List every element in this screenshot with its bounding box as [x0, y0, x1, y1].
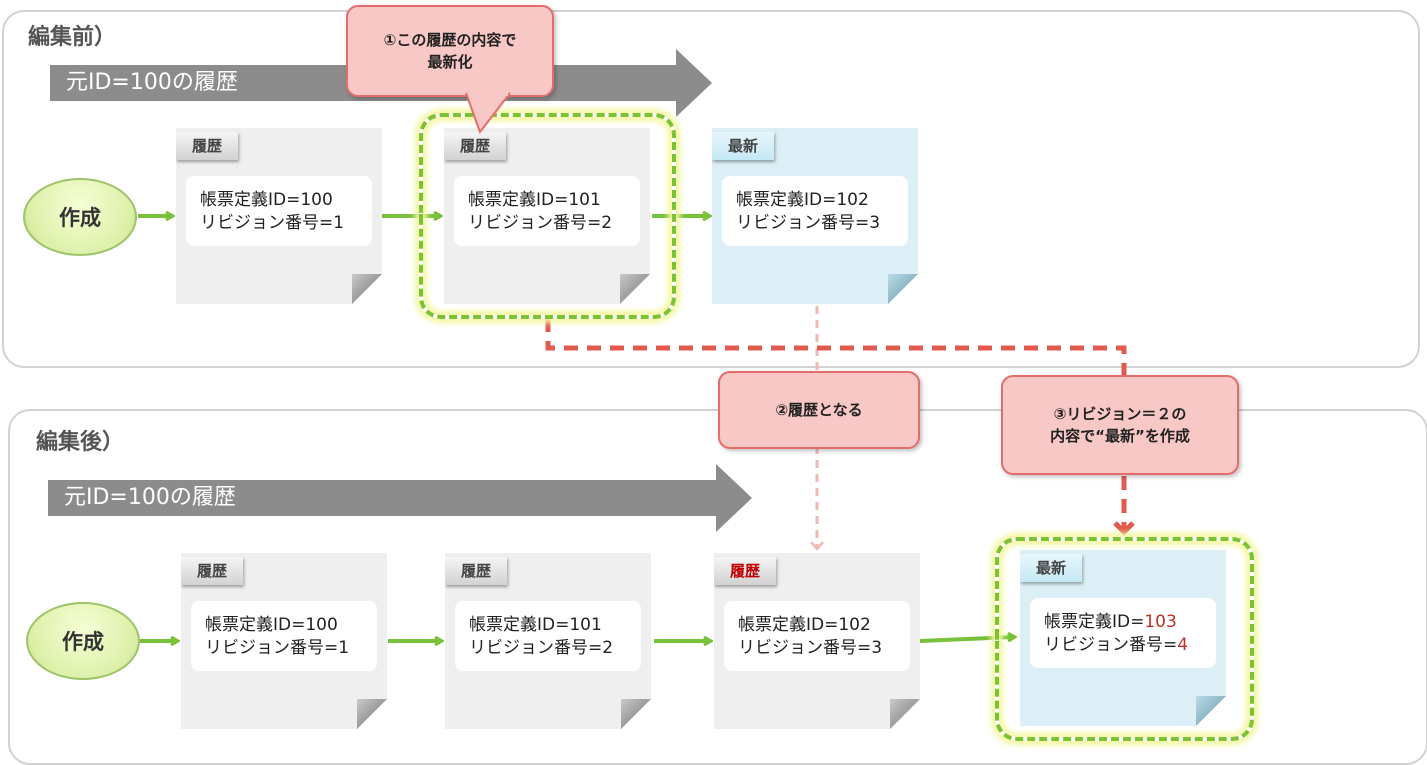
doc-tag: 最新: [712, 132, 774, 160]
doc-before-rev1: 履歴 帳票定義ID=100 リビジョン番号=1: [176, 128, 382, 304]
doc-after-rev3: 履歴 帳票定義ID=102 リビジョン番号=3: [714, 553, 920, 729]
doc-id: 帳票定義ID=100: [205, 615, 338, 635]
doc-card: 帳票定義ID=103 リビジョン番号=4: [1030, 598, 1216, 668]
doc-card: 帳票定義ID=101 リビジョン番号=2: [455, 601, 641, 671]
callout-step3-text: ③リビジョン＝２の 内容で“最新”を作成: [1050, 405, 1190, 445]
create-node-before: 作成: [23, 178, 137, 256]
doc-revision: リビジョン番号=3: [738, 638, 883, 658]
doc-after-rev2: 履歴 帳票定義ID=101 リビジョン番号=2: [445, 553, 651, 729]
doc-revision: リビジョン番号=4: [1044, 634, 1216, 657]
doc-revision: リビジョン番号=2: [468, 213, 613, 233]
doc-before-rev2: 履歴 帳票定義ID=101 リビジョン番号=2: [444, 128, 650, 304]
before-title: 編集前）: [28, 25, 117, 50]
history-band-arrow-after: [716, 464, 752, 532]
highlight-frame-before: [419, 113, 676, 319]
callout-step2: ②履歴となる: [718, 371, 920, 449]
doc-tag: 履歴: [181, 557, 243, 585]
doc-revision: リビジョン番号=1: [205, 638, 350, 658]
doc-id-prefix: 帳票定義ID=: [1044, 612, 1145, 632]
doc-revision: リビジョン番号=3: [736, 213, 881, 233]
doc-revision-prefix: リビジョン番号=: [1044, 635, 1178, 655]
doc-id: 帳票定義ID=101: [468, 190, 601, 210]
callout-step1: ①この履歴の内容で 最新化: [346, 5, 554, 97]
doc-revision: リビジョン番号=2: [469, 638, 614, 658]
doc-id: 帳票定義ID=102: [736, 190, 869, 210]
create-node-after: 作成: [26, 602, 140, 680]
doc-tag: 履歴: [444, 132, 506, 160]
red-dashed-line: [545, 318, 1127, 378]
doc-card: 帳票定義ID=102 リビジョン番号=3: [724, 601, 910, 671]
doc-tag: 最新: [1020, 554, 1082, 582]
doc-card: 帳票定義ID=101 リビジョン番号=2: [454, 176, 640, 246]
doc-card: 帳票定義ID=100 リビジョン番号=1: [186, 176, 372, 246]
doc-id: 帳票定義ID=100: [200, 190, 333, 210]
doc-card: 帳票定義ID=102 リビジョン番号=3: [722, 176, 908, 246]
doc-tag: 履歴: [714, 557, 776, 585]
doc-id: 帳票定義ID=103: [1044, 611, 1216, 634]
doc-after-rev1: 履歴 帳票定義ID=100 リビジョン番号=1: [181, 553, 387, 729]
doc-id: 帳票定義ID=101: [469, 615, 602, 635]
history-band-arrow-before: [676, 49, 712, 117]
doc-tag: 履歴: [176, 132, 238, 160]
callout-step1-text: ①この履歴の内容で 最新化: [383, 31, 517, 71]
doc-card: 帳票定義ID=100 リビジョン番号=1: [191, 601, 377, 671]
history-band-after: 元ID=100の履歴: [48, 480, 718, 516]
doc-revision: リビジョン番号=1: [200, 213, 345, 233]
after-title: 編集後）: [36, 430, 125, 455]
doc-id: 帳票定義ID=102: [738, 615, 871, 635]
callout-step2-text: ②履歴となる: [775, 401, 863, 419]
callout-step3: ③リビジョン＝２の 内容で“最新”を作成: [1001, 375, 1239, 475]
doc-before-rev3: 最新 帳票定義ID=102 リビジョン番号=3: [712, 128, 918, 304]
doc-revision-value: 4: [1177, 635, 1189, 655]
doc-tag: 履歴: [445, 557, 507, 585]
doc-id-value: 103: [1144, 612, 1177, 632]
highlight-frame-after: [995, 537, 1254, 741]
doc-after-rev4: 最新 帳票定義ID=103 リビジョン番号=4: [1020, 550, 1226, 726]
